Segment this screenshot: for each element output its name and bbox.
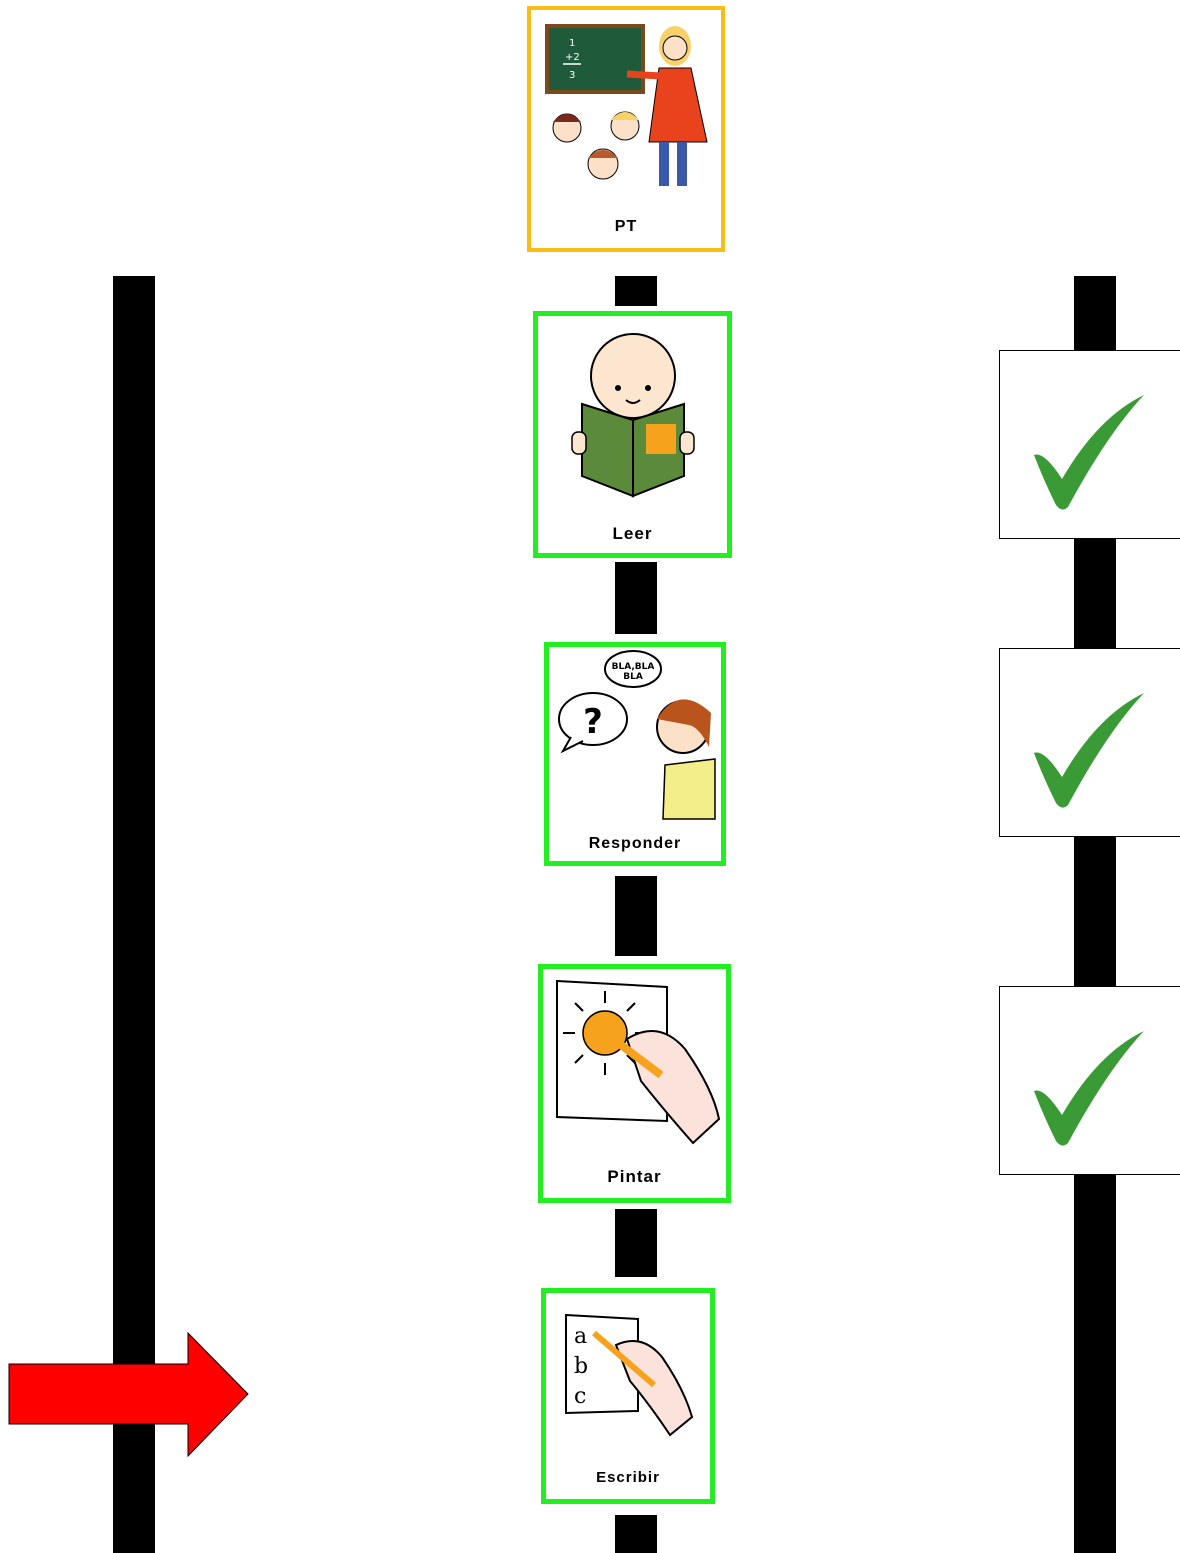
svg-text:BLA: BLA	[623, 672, 643, 682]
card-label: Leer	[612, 524, 653, 543]
activity-card-leer: Leer	[533, 311, 732, 558]
speech-question-icon: BLA,BLA BLA ?	[558, 650, 716, 820]
painting-sun-icon	[556, 979, 721, 1145]
teacher-classroom-icon: 1 +2 3	[545, 24, 708, 186]
done-marker-box	[999, 986, 1180, 1175]
svg-text:3: 3	[569, 70, 575, 81]
connector-segment	[615, 1515, 657, 1553]
checkmark-icon	[1034, 693, 1144, 808]
card-label: PT	[614, 218, 638, 235]
svg-text:+2: +2	[565, 52, 580, 63]
connector-segment	[615, 1209, 657, 1277]
done-marker-box	[999, 648, 1180, 837]
done-marker-box	[999, 350, 1180, 539]
activity-card-pintar: Pintar	[538, 964, 731, 1203]
writing-abc-icon: a b c	[565, 1313, 694, 1437]
svg-text:BLA,BLA: BLA,BLA	[612, 662, 655, 672]
svg-text:c: c	[574, 1384, 586, 1409]
connector-segment	[615, 562, 657, 634]
svg-text:1: 1	[569, 38, 575, 49]
checkmark-icon	[1034, 1031, 1144, 1146]
activity-card-responder: BLA,BLA BLA ? Responder	[544, 642, 726, 866]
card-label: Responder	[588, 835, 682, 852]
reading-book-icon	[571, 333, 695, 498]
card-label: Pintar	[607, 1167, 662, 1186]
svg-text:b: b	[574, 1354, 588, 1379]
checkmark-icon	[1034, 395, 1144, 510]
svg-text:a: a	[574, 1324, 587, 1349]
header-card-pt: 1 +2 3 PT	[527, 6, 725, 252]
activity-card-escribir: a b c Escribir	[541, 1288, 715, 1504]
connector-segment	[615, 876, 657, 956]
connector-segment	[615, 276, 657, 306]
svg-text:?: ?	[583, 702, 603, 742]
arrow-right-icon	[8, 1332, 249, 1458]
left-track-bar	[113, 276, 155, 1553]
card-label: Escribir	[596, 1469, 660, 1486]
